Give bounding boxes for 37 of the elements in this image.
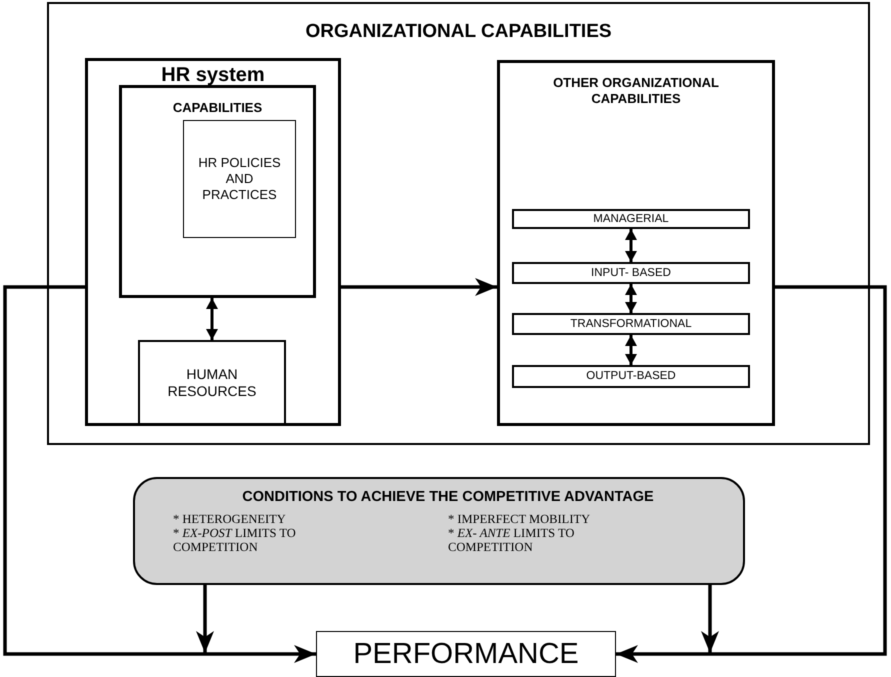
node-label: ORGANIZATIONAL CAPABILITIES: [305, 20, 612, 44]
arrow: [625, 229, 637, 262]
arrow: [341, 278, 497, 296]
node-label: PERFORMANCE: [353, 636, 579, 672]
node-label: HUMAN RESOURCES: [166, 366, 258, 400]
condition-item: * HETEROGENEITY: [173, 513, 287, 527]
node-label: TRANSFORMATIONAL: [570, 316, 692, 332]
outcome-box: [316, 631, 616, 677]
node-label: HR system: [161, 63, 265, 88]
condition-item: * IMPERFECT MOBILITY: [448, 513, 592, 527]
arrow: [625, 335, 637, 365]
arrow: [701, 585, 719, 653]
capabilities-box: [119, 85, 316, 298]
node-label: MANAGERIAL: [593, 212, 669, 226]
group-frame: [47, 2, 870, 445]
conditions-panel: [133, 477, 745, 585]
arrow: [3, 285, 316, 663]
process-box: [183, 120, 296, 238]
system-box: [85, 58, 341, 426]
node-label: CAPABILITIES: [172, 100, 262, 116]
arrow: [196, 585, 214, 653]
arrow: [206, 298, 218, 340]
node-label: OTHER ORGANIZATIONAL CAPABILITIES: [552, 75, 720, 108]
panel-heading: CONDITIONS TO ACHIEVE THE COMPETITIVE ADVANTAGE: [241, 489, 655, 505]
node-label: HR POLICIES AND PRACTICES: [197, 154, 282, 204]
arrow: [625, 284, 637, 313]
node-label: INPUT- BASED: [591, 266, 671, 280]
node-label: OUTPUT-BASED: [586, 369, 676, 384]
category-box: [512, 365, 750, 388]
category-box: [512, 262, 750, 284]
resource-box: [138, 340, 286, 426]
arrow: [616, 285, 887, 663]
category-box: [512, 313, 750, 335]
capabilities-box: [497, 60, 775, 426]
condition-item: *EX- ANTE LIMITS TO COMPETITION: [448, 526, 576, 554]
category-box: [512, 209, 750, 229]
condition-item: *EX-POST LIMITS TO COMPETITION: [173, 526, 297, 554]
